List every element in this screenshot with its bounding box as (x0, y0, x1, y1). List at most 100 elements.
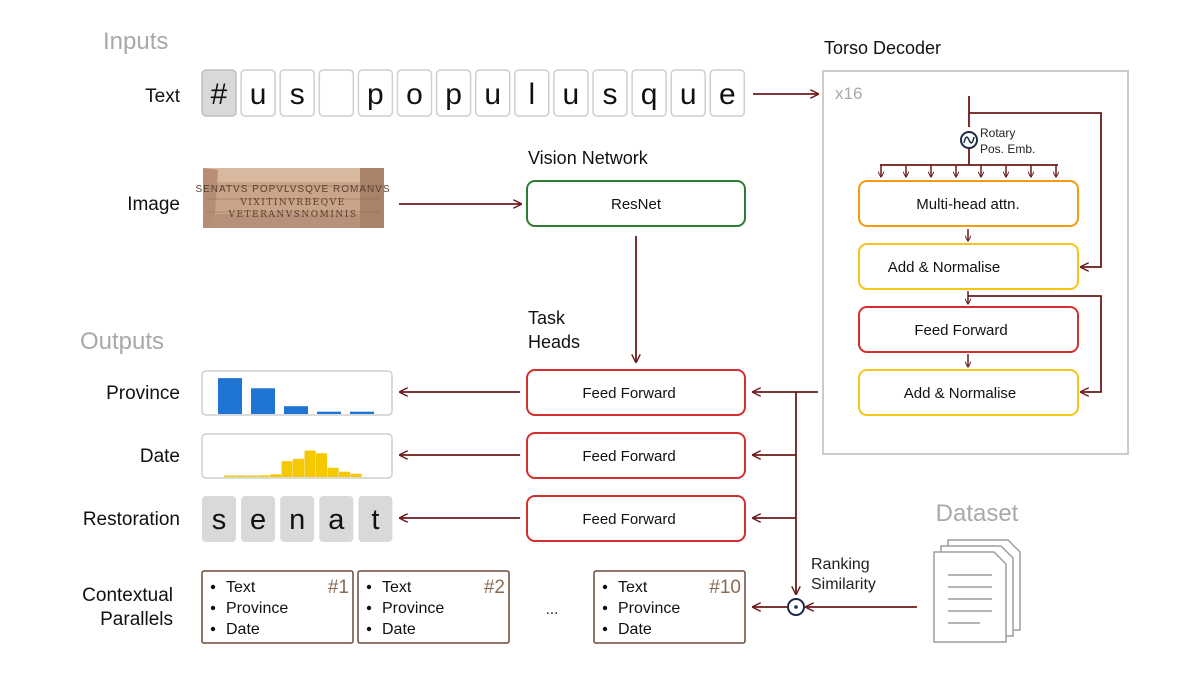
parallel-item: Date (226, 621, 260, 638)
vision-network-title: Vision Network (528, 148, 649, 168)
multi-head-attention-block (858, 180, 1079, 227)
province-chart-frame (201, 370, 393, 416)
restoration-token: e (250, 504, 266, 536)
text-token-box (514, 69, 550, 117)
text-token-box (279, 69, 315, 117)
image-input-label: Image (127, 194, 180, 215)
province-head-label: Feed Forward (582, 385, 675, 402)
multi-head-attention-label: Multi-head attn. (916, 196, 1019, 213)
parallel-item: Date (618, 621, 652, 638)
text-token-box (435, 69, 472, 117)
bullet-dot (366, 584, 372, 590)
date-bar (258, 475, 270, 477)
text-token-box (670, 69, 706, 117)
inscription-image: SENATVS POPVLVSQVE ROMANVS VIXITINVRBEQV… (195, 168, 390, 228)
parallels-ellipsis: ... (546, 601, 559, 618)
add-normalise-label-1: Add & Normalise (888, 259, 1001, 276)
province-bar (251, 388, 275, 414)
restoration-head-block (526, 495, 746, 542)
inscription-lettering: SENATVS POPVLVSQVE ROMANVS (195, 184, 390, 195)
date-bar (304, 450, 316, 477)
date-bar (224, 475, 236, 477)
text-token-box (396, 69, 433, 117)
bullet-dot (602, 605, 608, 611)
date-bar (281, 461, 293, 477)
parallel-item: Province (382, 600, 444, 617)
restoration-token: t (371, 504, 379, 536)
restoration-token-box (319, 496, 354, 542)
province-bar (317, 411, 341, 414)
parallels-output-label-2: Parallels (100, 609, 173, 630)
text-token-box (474, 69, 511, 117)
restoration-token: a (328, 504, 345, 536)
restoration-token: s (212, 504, 227, 536)
date-bar (235, 475, 247, 477)
text-token: o (406, 78, 423, 111)
restoration-token-box (241, 496, 276, 542)
text-token: p (367, 78, 384, 111)
resnet-label: ResNet (611, 196, 662, 213)
parallel-card (357, 570, 510, 644)
restoration-output-label: Restoration (83, 509, 180, 530)
torso-feed-forward-label: Feed Forward (914, 322, 1007, 339)
dataset-heading: Dataset (936, 500, 1019, 527)
text-token: e (719, 78, 736, 111)
layer-repeat-count: x16 (835, 84, 862, 103)
rotary-label-1: Rotary (980, 126, 1015, 140)
ranking-label-1: Ranking (811, 556, 870, 573)
bullet-dot (210, 605, 216, 611)
restoration-token: n (289, 504, 305, 536)
text-token-box (709, 69, 746, 117)
restoration-token-box (280, 496, 315, 542)
province-output-label: Province (106, 383, 180, 404)
text-token-box (553, 69, 589, 117)
date-histogram (224, 450, 362, 477)
province-bar (284, 406, 308, 414)
text-token: p (445, 78, 462, 111)
province-bar-chart (218, 378, 374, 414)
svg-text:VETERANVSNOMINIS: VETERANVSNOMINIS (227, 210, 357, 220)
dataset-documents-icon (933, 539, 1021, 643)
parallel-item: Province (226, 600, 288, 617)
ranking-label-2: Similarity (811, 576, 876, 593)
residual-connection-2 (968, 295, 1102, 392)
text-token-box (240, 69, 276, 117)
text-token-box (318, 69, 355, 117)
svg-text:VIXITINVRBEQVE: VIXITINVRBEQVE (239, 198, 345, 208)
text-token: u (563, 78, 580, 111)
bullet-dot (210, 626, 216, 632)
date-bar (339, 471, 351, 477)
bullet-dot (366, 605, 372, 611)
text-token: s (603, 78, 618, 111)
date-chart-frame (201, 433, 393, 479)
resnet-block (526, 180, 746, 227)
date-bar (293, 458, 305, 477)
bullet-dot (366, 626, 372, 632)
text-token: u (680, 78, 697, 111)
residual-connection-1 (969, 112, 1102, 267)
bullet-dot (210, 584, 216, 590)
parallel-card (593, 570, 746, 644)
date-bar (316, 453, 328, 477)
text-token: # (211, 78, 228, 111)
restoration-head-label: Feed Forward (582, 511, 675, 528)
restoration-token-box (358, 496, 393, 542)
parallel-item: Province (618, 600, 680, 617)
task-heads-title-2: Heads (528, 332, 580, 352)
date-bar (350, 473, 362, 477)
parallel-rank: #1 (328, 577, 349, 598)
bullet-dot (602, 584, 608, 590)
add-normalise-block-1 (858, 243, 1079, 290)
parallel-rank: #2 (484, 577, 505, 598)
restoration-token-box (202, 496, 236, 542)
date-bar (247, 475, 259, 477)
text-token: l (528, 78, 535, 111)
text-input-label: Text (145, 86, 181, 107)
parallel-item: Date (382, 621, 416, 638)
outputs-heading: Outputs (80, 328, 164, 355)
parallel-card (201, 570, 354, 644)
text-token-box (592, 69, 628, 117)
